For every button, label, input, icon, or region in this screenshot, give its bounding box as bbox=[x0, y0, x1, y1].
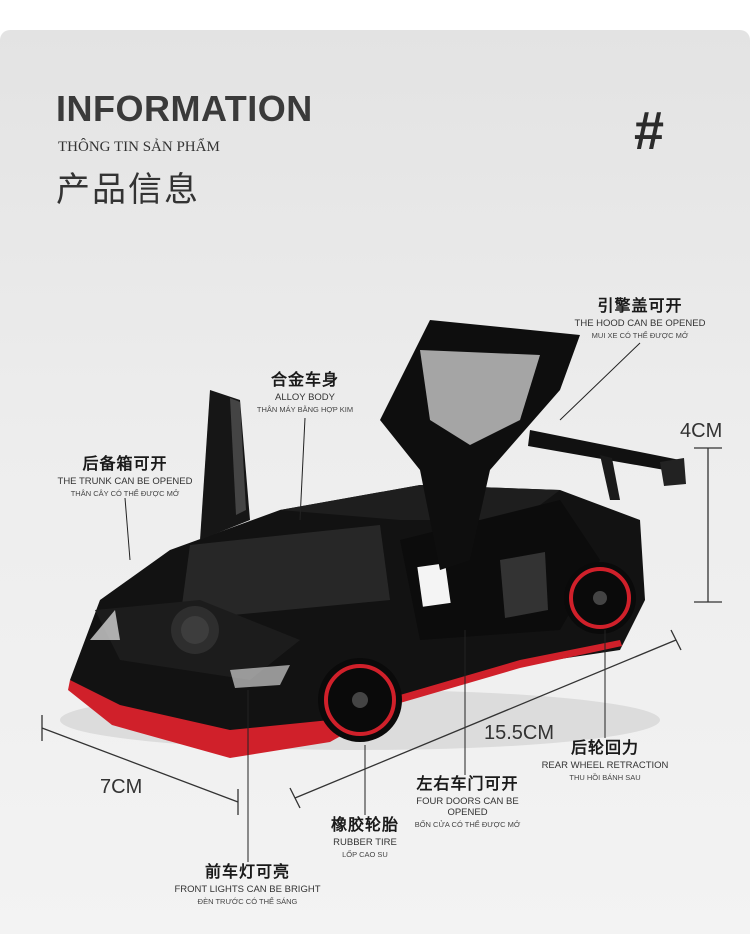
feature-doors: 左右车门可开 FOUR DOORS CAN BE OPENED BỐN CỬA … bbox=[395, 776, 540, 830]
feature-tire-en: RUBBER TIRE bbox=[333, 837, 397, 849]
front-wheel bbox=[318, 658, 402, 742]
feature-hood-en: THE HOOD CAN BE OPENED bbox=[574, 318, 706, 330]
feature-trunk-cn: 后备箱可开 bbox=[82, 456, 168, 473]
feature-tire-cn: 橡胶轮胎 bbox=[330, 817, 399, 834]
background-panel bbox=[0, 30, 750, 934]
open-door bbox=[380, 320, 580, 570]
feature-rear-wheel: 后轮回力 REAR WHEEL RETRACTION THU HỒI BÁNH … bbox=[540, 740, 670, 783]
feature-lights: 前车灯可亮 FRONT LIGHTS CAN BE BRIGHT ĐÈN TRƯ… bbox=[170, 864, 325, 907]
feature-lights-cn: 前车灯可亮 bbox=[204, 864, 290, 881]
hood-leader-line bbox=[559, 342, 641, 421]
feature-trunk-en: THE TRUNK CAN BE OPENED bbox=[57, 476, 193, 488]
feature-body-vi: THÂN MÁY BẰNG HỢP KIM bbox=[256, 405, 354, 415]
car-body bbox=[68, 485, 645, 758]
length-line bbox=[294, 639, 677, 799]
feature-tire-vi: LỐP CAO SU bbox=[342, 850, 388, 860]
feature-rear-wheel-cn: 后轮回力 bbox=[570, 740, 639, 757]
width-dimension: 7CM bbox=[100, 776, 143, 798]
trunk-leader-line bbox=[124, 497, 131, 561]
feature-lights-vi: ĐÈN TRƯỚC CÓ THỂ SÁNG bbox=[197, 897, 298, 907]
dimension-lines bbox=[41, 447, 722, 815]
body-leader-line bbox=[299, 417, 306, 521]
feature-trunk-vi: THÂN CÂY CÓ THỂ ĐƯỢC MỞ bbox=[70, 489, 180, 499]
feature-hood: 引擎盖可开 THE HOOD CAN BE OPENED MUI XE CÓ T… bbox=[570, 298, 710, 341]
feature-doors-cn: 左右车门可开 bbox=[416, 776, 519, 793]
rear-wheel bbox=[564, 562, 636, 634]
feature-body-en: ALLOY BODY bbox=[274, 392, 336, 404]
title-english: INFORMATION bbox=[56, 88, 313, 129]
trunk-lid bbox=[200, 390, 250, 540]
width-line bbox=[41, 727, 239, 803]
feature-rear-wheel-en: REAR WHEEL RETRACTION bbox=[541, 760, 669, 772]
feature-hood-vi: MUI XE CÓ THỂ ĐƯỢC MỞ bbox=[591, 331, 689, 341]
feature-doors-vi: BỐN CỬA CÓ THỂ ĐƯỢC MỞ bbox=[414, 820, 521, 830]
length-dimension: 15.5CM bbox=[484, 722, 555, 744]
feature-trunk: 后备箱可开 THE TRUNK CAN BE OPENED THÂN CÂY C… bbox=[55, 456, 195, 499]
feature-hood-cn: 引擎盖可开 bbox=[597, 298, 683, 315]
feature-tire: 橡胶轮胎 RUBBER TIRE LỐP CAO SU bbox=[315, 817, 415, 860]
feature-doors-en: FOUR DOORS CAN BE OPENED bbox=[416, 796, 519, 819]
title-chinese: 产品信息 bbox=[56, 171, 200, 209]
feature-body: 合金车身 ALLOY BODY THÂN MÁY BẰNG HỢP KIM bbox=[240, 372, 370, 415]
rear-wing bbox=[528, 430, 686, 500]
height-dimension: 4CM bbox=[680, 420, 723, 442]
hash-symbol: # bbox=[634, 101, 665, 161]
feature-rear-wheel-vi: THU HỒI BÁNH SAU bbox=[569, 773, 641, 783]
callout-lines bbox=[124, 342, 641, 862]
title-vietnamese: THÔNG TIN SẢN PHẨM bbox=[58, 139, 220, 155]
feature-body-cn: 合金车身 bbox=[270, 372, 339, 389]
feature-lights-en: FRONT LIGHTS CAN BE BRIGHT bbox=[174, 884, 321, 896]
